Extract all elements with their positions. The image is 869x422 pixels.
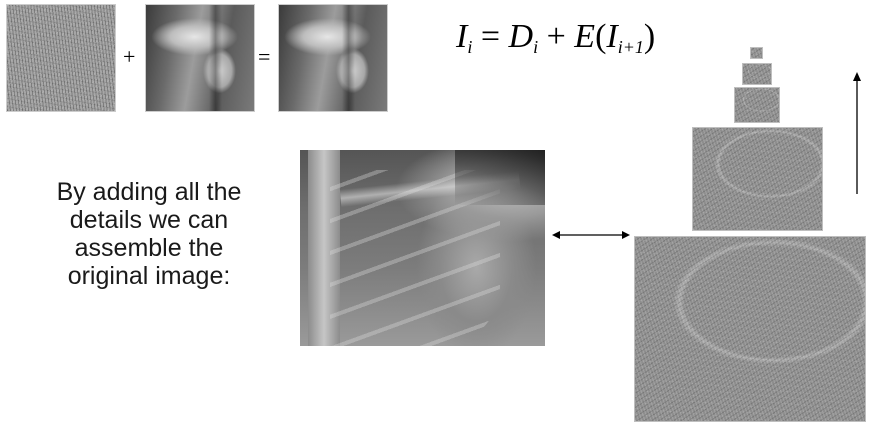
caption-line-1: By adding all the bbox=[18, 178, 280, 206]
pyramid-level-0 bbox=[634, 236, 866, 422]
up-arrow-icon bbox=[850, 72, 864, 194]
caption-line-4: original image: bbox=[18, 262, 280, 290]
plus-sign: + bbox=[123, 44, 135, 70]
xray-shadow bbox=[455, 150, 545, 205]
caption-text: By adding all the details we can assembl… bbox=[18, 178, 280, 290]
formula-detail-term: Di bbox=[509, 18, 539, 55]
pyramid-level-3 bbox=[742, 63, 772, 85]
double-arrow-icon bbox=[552, 228, 630, 242]
caption-line-2: details we can bbox=[18, 206, 280, 234]
pyramid-level-2 bbox=[734, 87, 780, 123]
detail-image-thumbnail bbox=[6, 4, 116, 112]
formula-equals: = bbox=[481, 18, 500, 55]
formula-plus: + bbox=[547, 18, 566, 55]
formula-argument: Ii+1 bbox=[606, 18, 643, 55]
reconstructed-image-thumbnail bbox=[278, 4, 388, 112]
formula-expand-operator: E bbox=[574, 18, 595, 55]
formula-close-paren: ) bbox=[644, 18, 655, 55]
formula-lhs: Ii bbox=[456, 18, 472, 55]
formula-open-paren: ( bbox=[595, 18, 606, 55]
equals-sign: = bbox=[258, 44, 270, 70]
pyramid-level-4 bbox=[750, 47, 763, 59]
caption-line-3: assemble the bbox=[18, 234, 280, 262]
xray-original-image bbox=[300, 150, 545, 346]
lowpass-image-thumbnail bbox=[145, 4, 255, 112]
pyramid-level-1 bbox=[692, 127, 823, 231]
reconstruction-formula: Ii = Di + E(Ii+1) bbox=[456, 18, 655, 58]
